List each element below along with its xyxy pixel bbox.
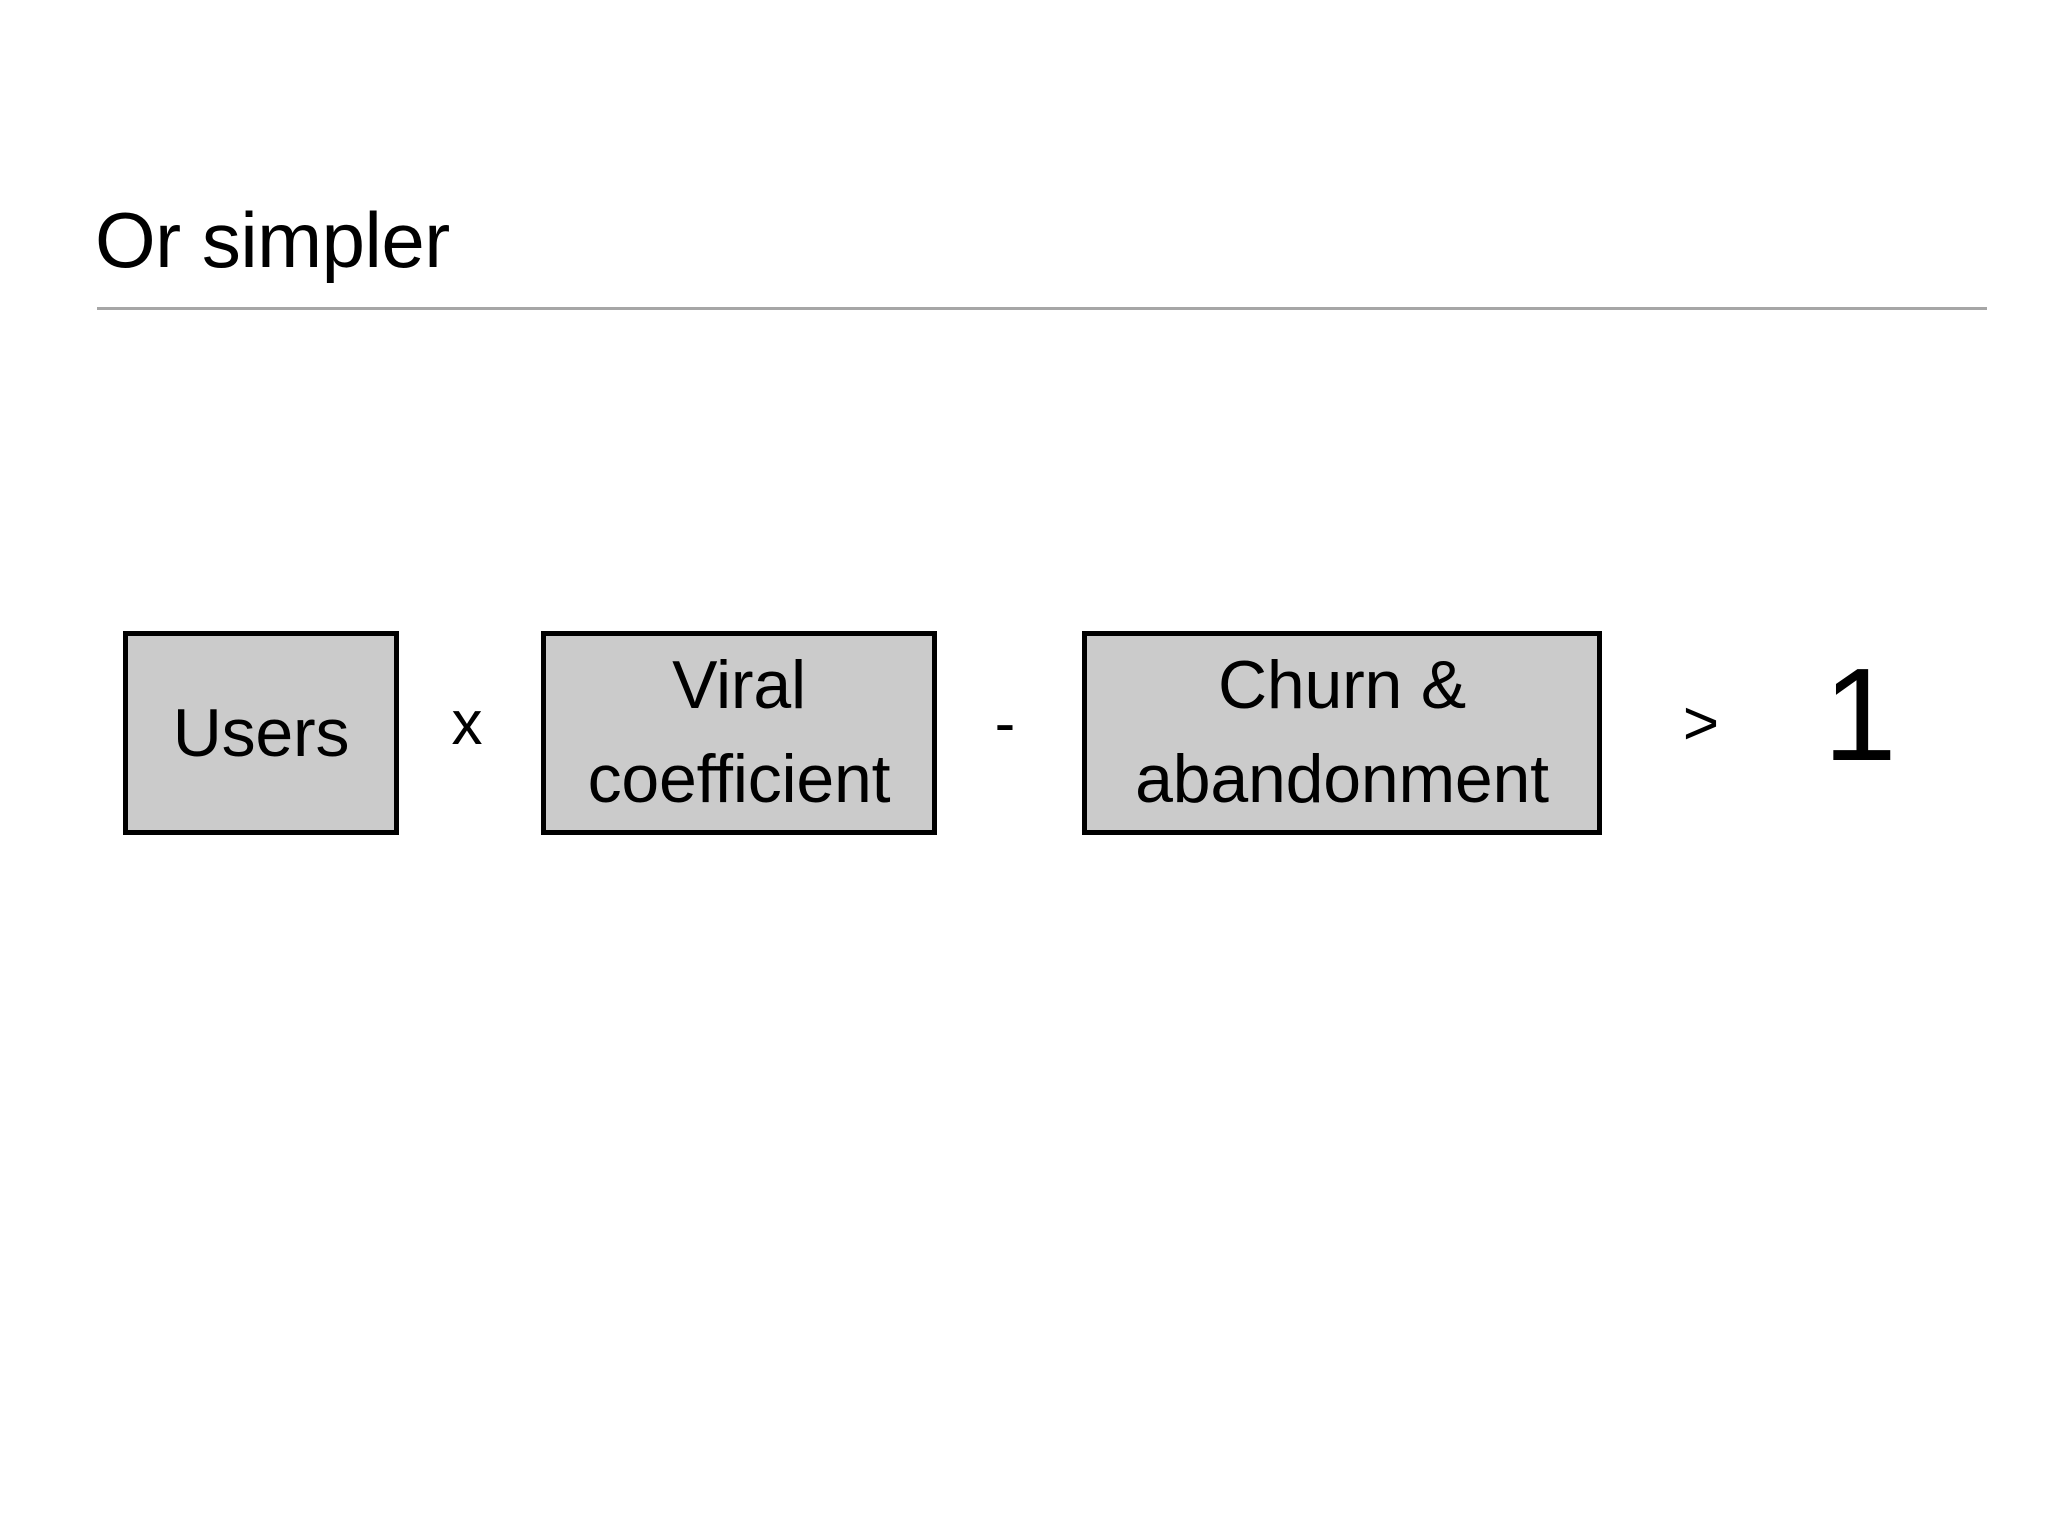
formula-row: Users x Viral coefficient - Churn & aban… bbox=[0, 631, 2048, 835]
page-title: Or simpler bbox=[95, 196, 450, 285]
term-label-churn-abandonment: Churn & abandonment bbox=[1135, 647, 1549, 817]
operator-multiply: x bbox=[451, 689, 483, 758]
term-label-viral-coefficient: Viral coefficient bbox=[587, 647, 891, 817]
term-label-users: Users bbox=[172, 695, 350, 771]
operator-greater-than: > bbox=[1682, 689, 1720, 758]
term-box-viral-coefficient: Viral coefficient bbox=[541, 631, 937, 835]
term-box-churn-abandonment: Churn & abandonment bbox=[1082, 631, 1602, 835]
title-divider bbox=[97, 307, 1987, 310]
operator-minus: - bbox=[994, 689, 1016, 758]
term-box-users: Users bbox=[123, 631, 399, 835]
formula-result-value: 1 bbox=[1823, 641, 1897, 788]
